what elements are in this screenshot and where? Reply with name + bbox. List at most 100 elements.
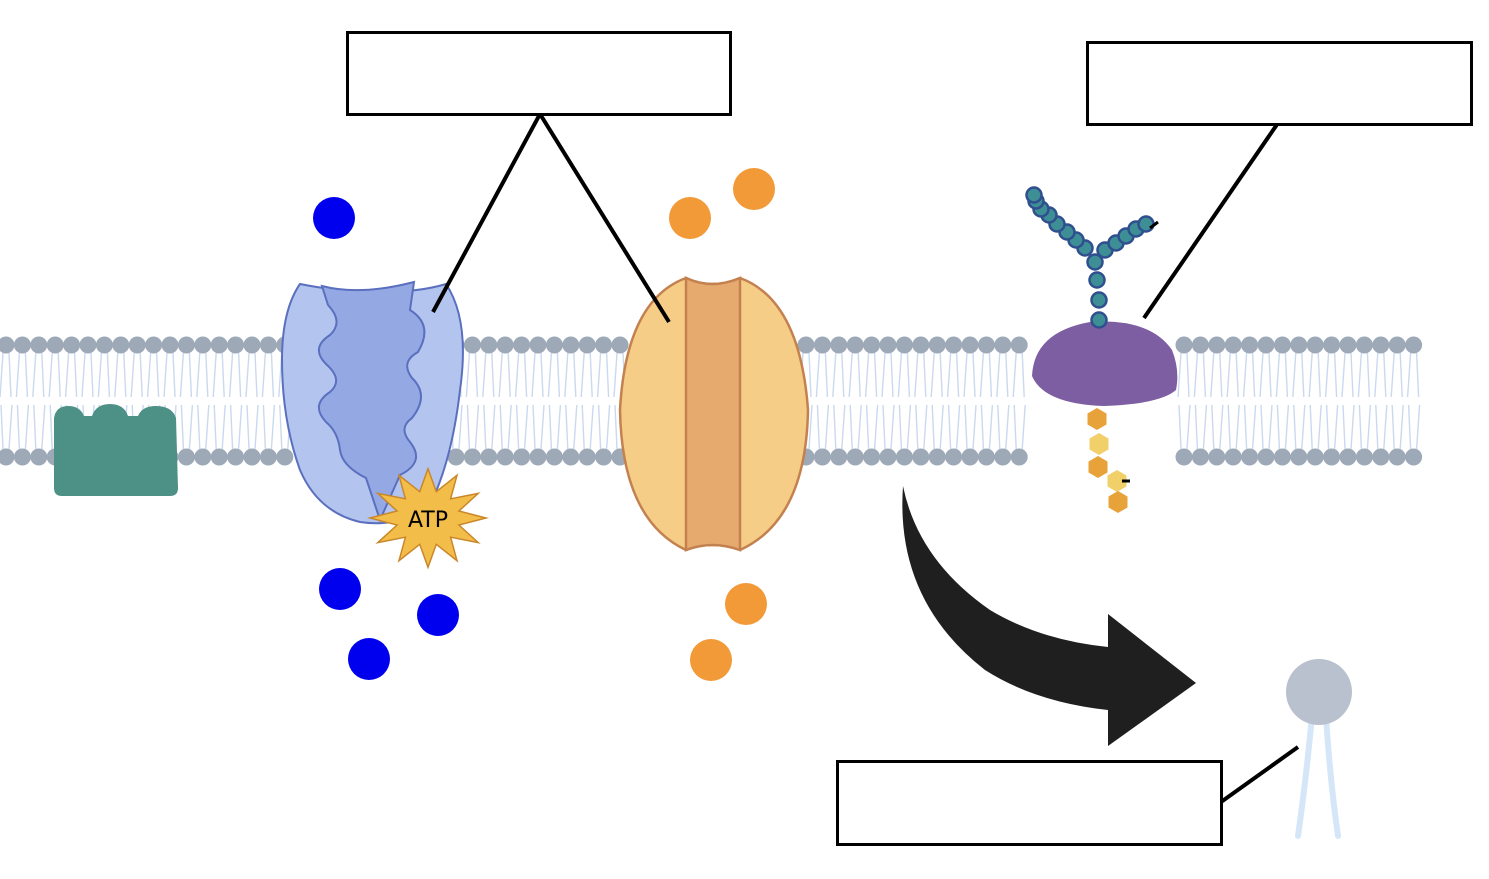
phospholipid-head bbox=[1224, 336, 1242, 354]
lipid-hexagon bbox=[1088, 456, 1108, 478]
phospholipid-head bbox=[895, 448, 913, 466]
phospholipid-head bbox=[945, 448, 963, 466]
sugar-bead bbox=[1088, 271, 1106, 289]
phospholipid-head bbox=[0, 448, 15, 466]
phospholipid-head bbox=[447, 448, 465, 466]
carbohydrate-chain bbox=[1025, 186, 1155, 329]
phospholipid-head bbox=[480, 336, 498, 354]
phospholipid-head bbox=[1208, 336, 1226, 354]
phospholipid-head bbox=[895, 336, 913, 354]
phospholipid-head bbox=[1323, 336, 1341, 354]
lipid-hexagon bbox=[1107, 470, 1127, 492]
phospholipid-head bbox=[1191, 448, 1209, 466]
leader-line-channel bbox=[538, 112, 671, 324]
phospholipid-head bbox=[161, 336, 179, 354]
leader-lines bbox=[431, 112, 1300, 804]
phospholipid-head bbox=[496, 336, 514, 354]
phospholipid-head bbox=[1405, 448, 1423, 466]
phospholipid-head bbox=[463, 336, 481, 354]
phospholipid-head bbox=[30, 336, 48, 354]
blue-particle bbox=[319, 568, 361, 610]
blue-particle bbox=[417, 594, 459, 636]
blue-particles bbox=[313, 197, 459, 680]
phospholipid-head bbox=[912, 448, 930, 466]
blue-particle bbox=[348, 638, 390, 680]
atp-label: ATP bbox=[408, 508, 448, 533]
phospholipid-head bbox=[210, 336, 228, 354]
phospholipid-head bbox=[545, 448, 563, 466]
lipid-anchor bbox=[1087, 408, 1128, 513]
label-box-transport-proteins[interactable] bbox=[346, 31, 732, 116]
phospholipid-head bbox=[928, 336, 946, 354]
phospholipid-head bbox=[1339, 336, 1357, 354]
orange-particle bbox=[725, 583, 767, 625]
phospholipid-head bbox=[1372, 448, 1390, 466]
phospholipid-head bbox=[797, 336, 815, 354]
phospholipid-head bbox=[243, 448, 261, 466]
phospholipid-head bbox=[112, 336, 130, 354]
phospholipid-head bbox=[830, 448, 848, 466]
phospholipid-head bbox=[30, 448, 48, 466]
single-phospholipid bbox=[1286, 659, 1352, 839]
phospholipid-head bbox=[961, 448, 979, 466]
phospholipid-head bbox=[945, 336, 963, 354]
sugar-bead bbox=[1137, 215, 1155, 233]
phospholipid-head bbox=[879, 336, 897, 354]
phospholipid-head bbox=[0, 336, 15, 354]
phospholipid-head bbox=[595, 448, 613, 466]
phospholipid-head bbox=[994, 336, 1012, 354]
phospholipid-head bbox=[879, 448, 897, 466]
phospholipid-head bbox=[145, 336, 163, 354]
phospholipid-head bbox=[1306, 448, 1324, 466]
phospholipid-head bbox=[276, 448, 294, 466]
phospholipid-head bbox=[13, 448, 31, 466]
phospholipid-head bbox=[46, 336, 64, 354]
phospholipid-head bbox=[1323, 448, 1341, 466]
phospholipid-head bbox=[227, 448, 245, 466]
phospholipid-head bbox=[1257, 448, 1275, 466]
phospholipid-head bbox=[1208, 448, 1226, 466]
phospholipid-head bbox=[243, 336, 261, 354]
phospholipid-head bbox=[1405, 336, 1423, 354]
orange-particle bbox=[733, 168, 775, 210]
phospholipid-head bbox=[1175, 448, 1193, 466]
phospholipid-head bbox=[846, 336, 864, 354]
phospholipid-head bbox=[1191, 336, 1209, 354]
phospholipid-head bbox=[1175, 336, 1193, 354]
glycoprotein bbox=[1025, 186, 1178, 513]
phospholipid-head bbox=[977, 448, 995, 466]
phospholipid-head bbox=[1290, 336, 1308, 354]
phospholipid-head bbox=[813, 448, 831, 466]
phospholipid-head bbox=[1257, 336, 1275, 354]
phospholipid-head bbox=[177, 448, 195, 466]
label-box-phospholipid[interactable] bbox=[836, 760, 1223, 846]
phospholipid-head bbox=[1355, 448, 1373, 466]
phospholipid-head bbox=[194, 336, 212, 354]
phospholipid-head bbox=[961, 336, 979, 354]
phospholipid-head bbox=[210, 448, 228, 466]
phospholipid-head bbox=[1290, 448, 1308, 466]
phospholipid-head bbox=[480, 448, 498, 466]
phospholipid-head bbox=[545, 336, 563, 354]
phospholipid-head bbox=[1355, 336, 1373, 354]
phospholipid-head bbox=[1010, 336, 1028, 354]
phospholipid-head bbox=[1388, 336, 1406, 354]
sugar-bead bbox=[1086, 253, 1104, 271]
phospholipid-head bbox=[227, 336, 245, 354]
glycoprotein-body bbox=[1032, 321, 1178, 406]
phospholipid-head bbox=[79, 336, 97, 354]
phospholipid-head bbox=[912, 336, 930, 354]
lipid-hexagon bbox=[1089, 433, 1109, 455]
phospholipid-head bbox=[1273, 448, 1291, 466]
phospholipid-head bbox=[1241, 336, 1259, 354]
leader-line-pump bbox=[431, 113, 542, 313]
phospholipid-head bbox=[1224, 448, 1242, 466]
channel-protein bbox=[618, 276, 810, 552]
label-box-glycoprotein[interactable] bbox=[1086, 41, 1473, 126]
phospholipid-head bbox=[578, 448, 596, 466]
orange-particle bbox=[669, 197, 711, 239]
phospholipid-head bbox=[1306, 336, 1324, 354]
phospholipid-head bbox=[994, 448, 1012, 466]
phospholipid-head bbox=[13, 336, 31, 354]
